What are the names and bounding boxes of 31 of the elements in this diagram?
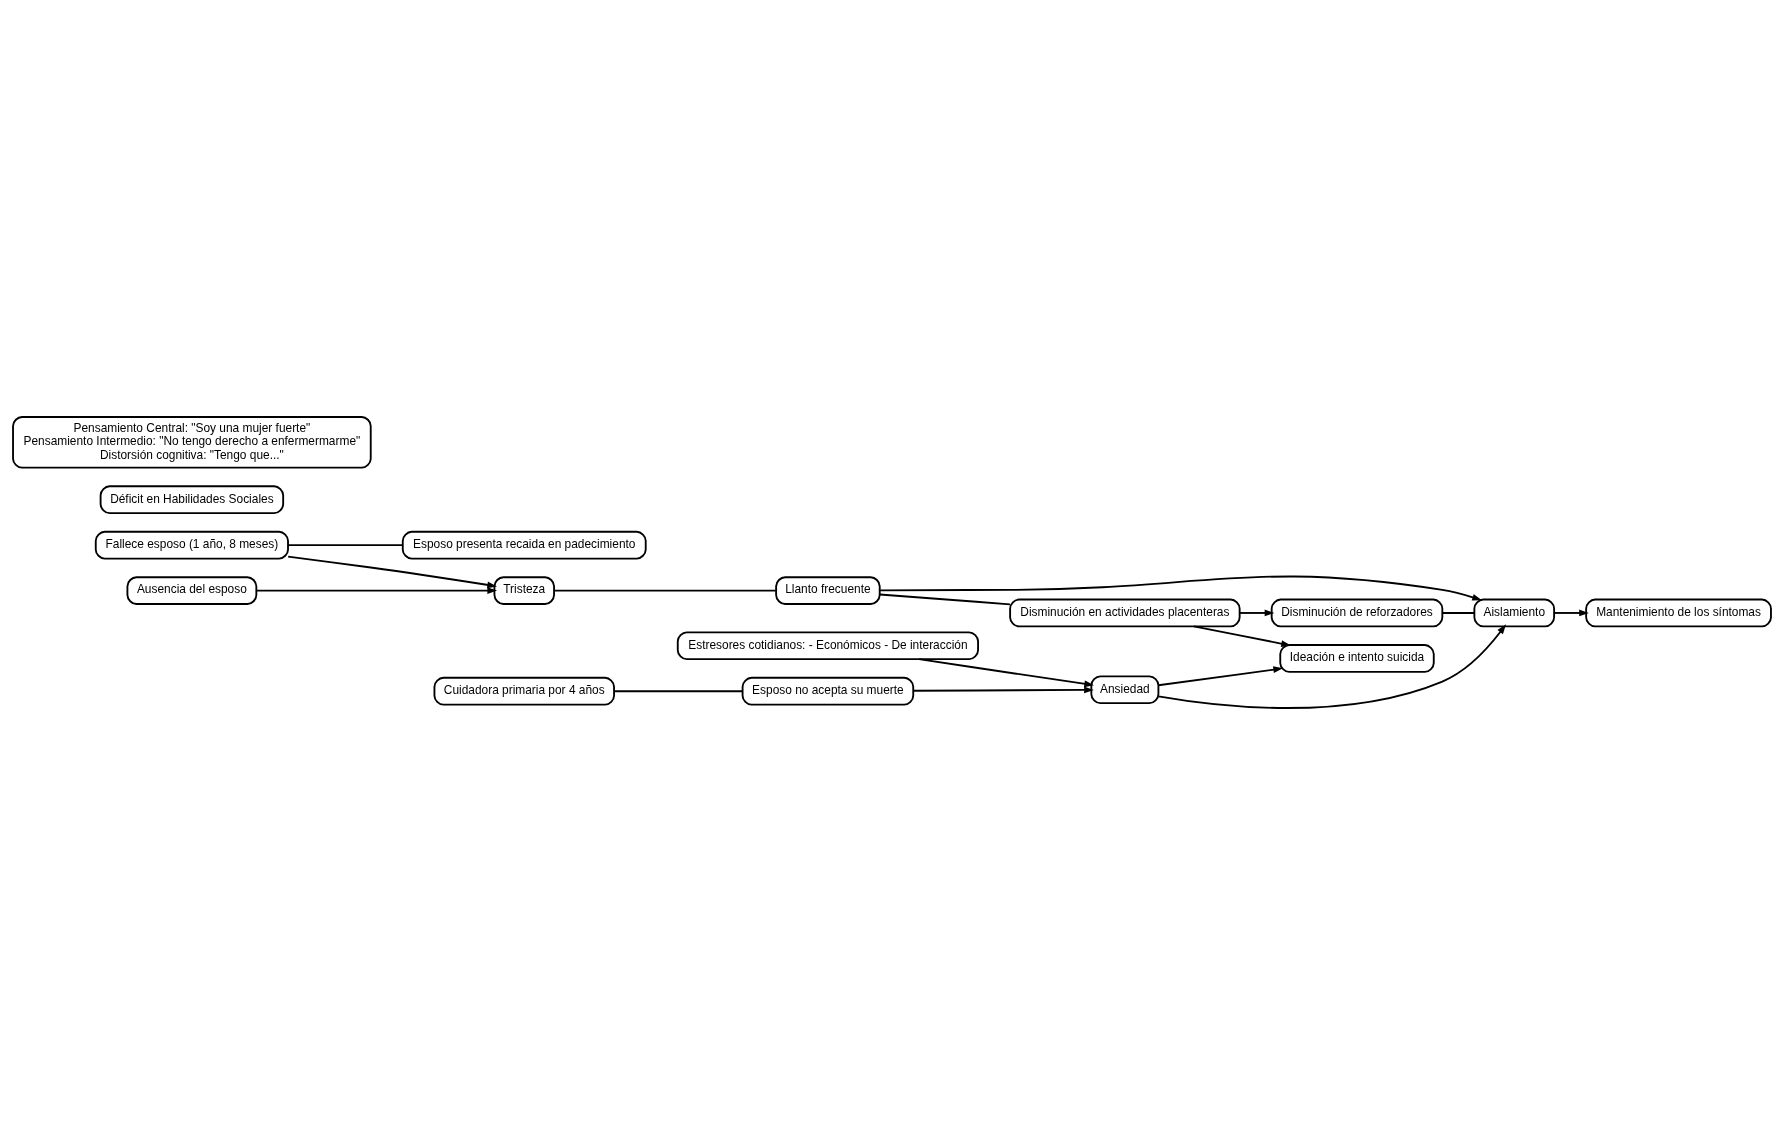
node-box: Ansiedad bbox=[1090, 675, 1160, 705]
arrow bbox=[287, 555, 498, 589]
node-box: Déficit en Habilidades Sociales bbox=[99, 485, 285, 515]
node-box: Tristeza bbox=[493, 576, 555, 605]
connector bbox=[287, 544, 404, 547]
connector bbox=[613, 690, 744, 693]
node-box: Pensamiento Central: "Soy una mujer fuerte" Pensamiento Intermedio: "No tengo derecho a enfermermarme" Distorsión cognitiva: "Tengo que..." bbox=[12, 416, 372, 469]
node-box: Estresores cotidianos: - Económicos - De interacción bbox=[676, 631, 979, 661]
connector bbox=[1441, 612, 1476, 614]
node-box: Fallece esposo (1 año, 8 meses) bbox=[94, 530, 289, 560]
arrow bbox=[255, 587, 498, 594]
node-box: Disminución en actividades placenteras bbox=[1009, 598, 1241, 628]
arrow bbox=[1157, 666, 1284, 687]
node-box: Esposo presenta recaida en padecimiento bbox=[401, 530, 647, 560]
arrow bbox=[1192, 625, 1291, 647]
node-box: Disminución de reforzadores bbox=[1270, 598, 1444, 628]
node-box: Cuidadora primaria por 4 años bbox=[433, 676, 615, 706]
node-box: Ausencia del esposo bbox=[126, 576, 258, 605]
arrow bbox=[912, 686, 1094, 694]
arrow bbox=[1553, 609, 1589, 617]
node-box: Mantenimiento de los síntomas bbox=[1585, 598, 1772, 628]
connector bbox=[878, 593, 1011, 606]
node-box: Aislamiento bbox=[1473, 598, 1556, 628]
arrow bbox=[1239, 609, 1275, 617]
arrow bbox=[878, 575, 1482, 601]
arrow bbox=[1157, 624, 1506, 709]
node-box: Llanto frecuente bbox=[775, 576, 881, 605]
node-box: Ideación e intento suicida bbox=[1279, 644, 1435, 673]
node-box: Esposo no acepta su muerte bbox=[741, 676, 915, 706]
connector bbox=[553, 589, 777, 592]
arrow bbox=[918, 658, 1094, 688]
